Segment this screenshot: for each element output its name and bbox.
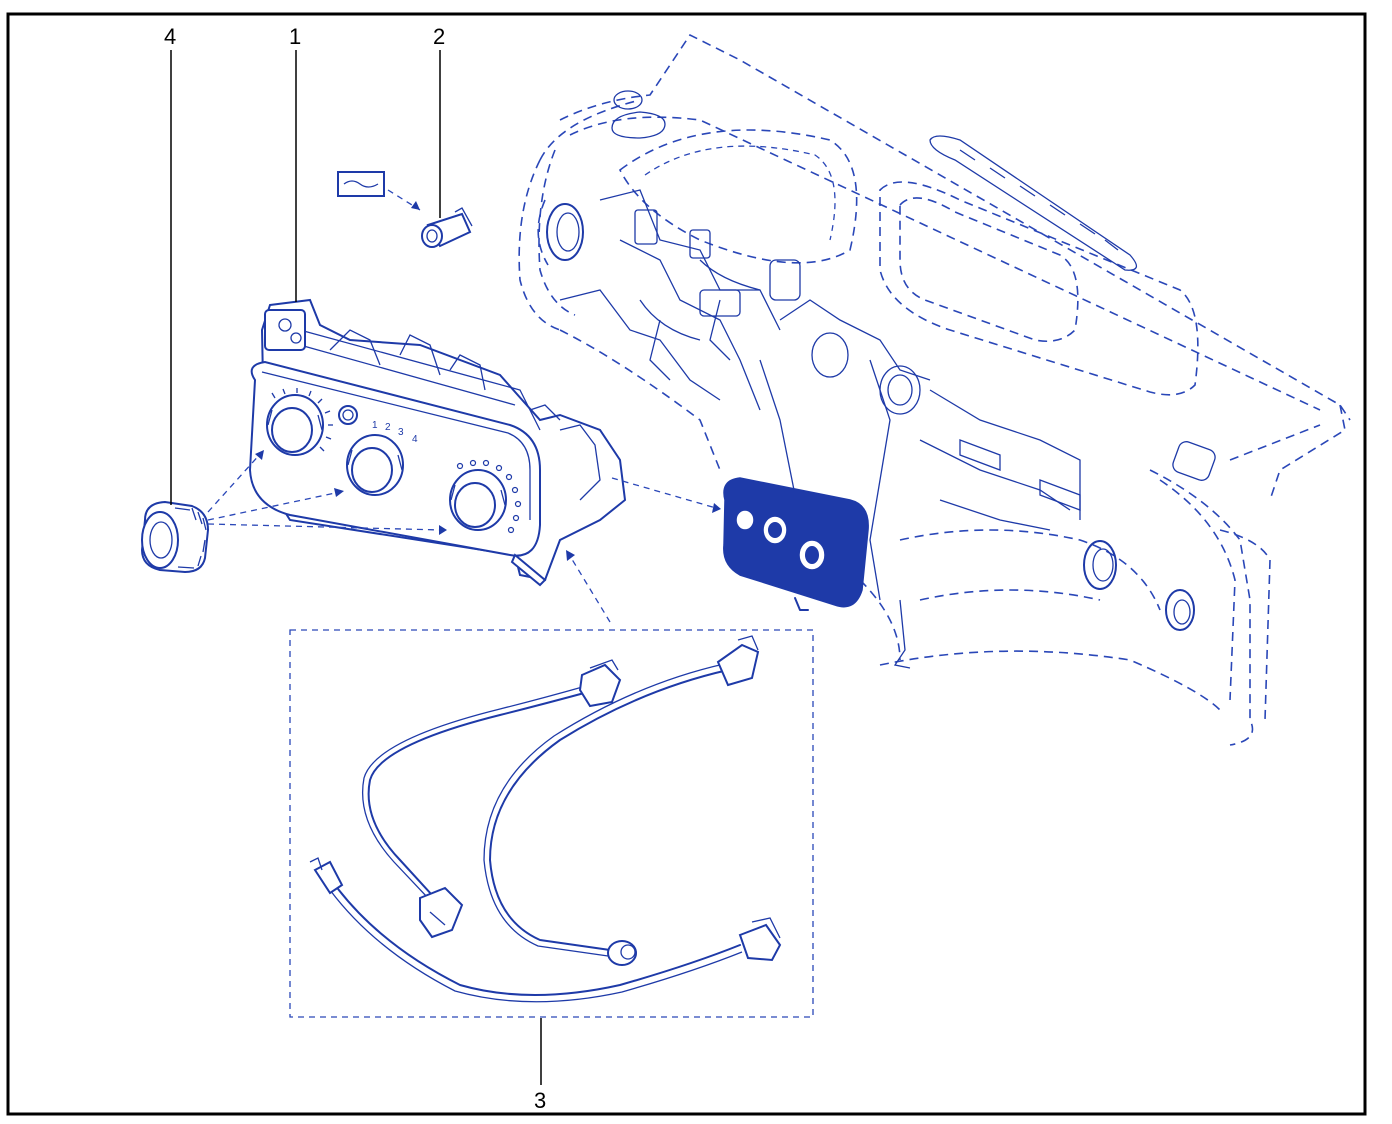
lamp-bulb: [421, 207, 473, 248]
hvac-control-panel: 1 2 3 4: [248, 298, 627, 587]
callout-3: 3: [534, 1018, 546, 1113]
callout-label-2: 2: [433, 24, 445, 49]
callout-label-4: 4: [164, 24, 176, 49]
dashboard-assembly: [518, 33, 1351, 746]
knob-cap: [140, 500, 210, 574]
control-cables: [309, 635, 782, 1003]
fan-speed-knob: 1 2 3 4: [346, 420, 418, 496]
diagram-border: [6, 12, 1367, 1116]
installed-control-panel: [723, 477, 869, 611]
adhesive-label: [337, 171, 385, 197]
cable-kit-boundary: [289, 629, 814, 1018]
svg-text:1: 1: [372, 420, 378, 431]
svg-text:2: 2: [385, 422, 391, 433]
svg-text:4: 4: [412, 434, 418, 445]
callout-4: 4: [164, 24, 176, 505]
callout-label-1: 1: [289, 24, 301, 49]
dashboard-internal-structure: [559, 189, 1081, 669]
air-distribution-knob: [449, 459, 522, 534]
recirculation-button: [338, 405, 358, 425]
callout-label-3: 3: [534, 1088, 546, 1113]
callout-2: 2: [433, 24, 445, 218]
temperature-knob: [266, 388, 333, 456]
callout-1: 1: [289, 24, 301, 302]
svg-text:3: 3: [398, 427, 404, 438]
